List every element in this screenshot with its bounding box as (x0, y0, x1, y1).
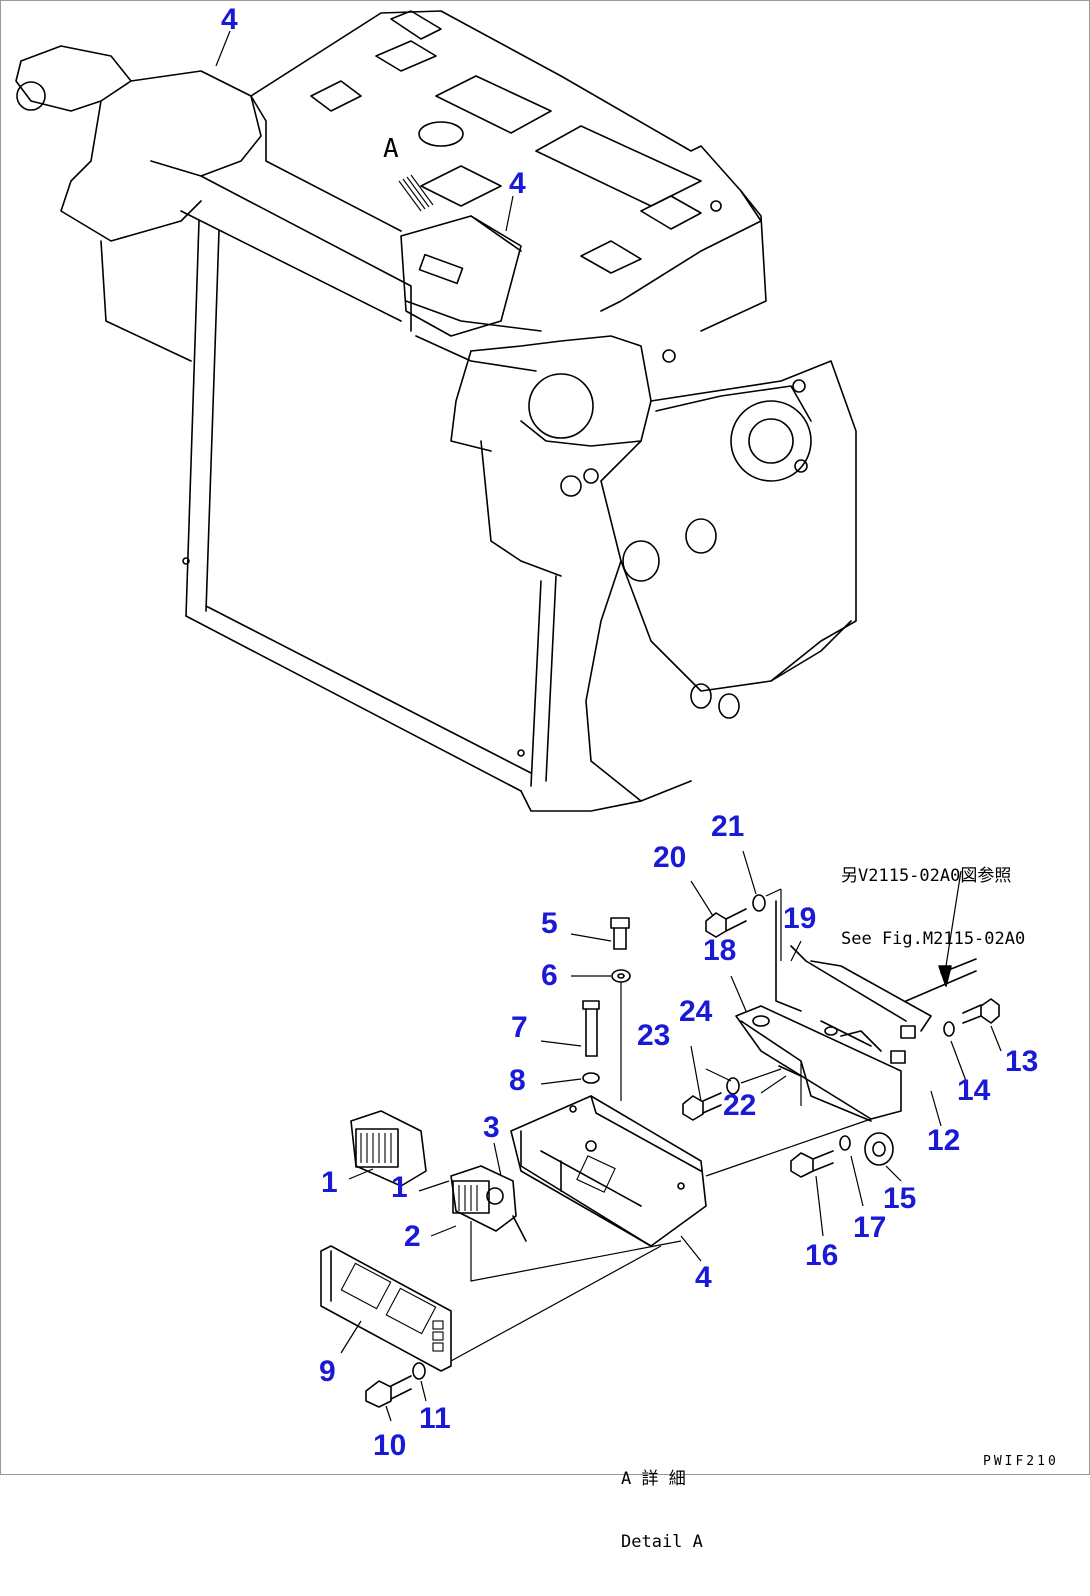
reference-note-en: See Fig.M2115-02A0 (841, 929, 1026, 950)
bolt-part-7 (582, 1000, 600, 1084)
callout-12: 12 (927, 1124, 961, 1157)
callout-23: 23 (637, 1019, 671, 1052)
leader-lines (215, 30, 1002, 1422)
callout-18: 18 (703, 934, 737, 967)
callout-22: 22 (723, 1089, 757, 1122)
callout-14: 14 (957, 1074, 991, 1107)
bolt-part-20 (705, 888, 782, 961)
line-drawing (15, 10, 1002, 1422)
callout-3: 3 (483, 1111, 500, 1144)
engine-assembly (15, 10, 857, 812)
callout-20: 20 (653, 841, 687, 874)
callout-7: 7 (511, 1011, 528, 1044)
callout-11: 11 (419, 1402, 451, 1435)
bolt-part-5 (610, 917, 631, 1101)
bolt-part-23 (682, 1068, 782, 1121)
callout-4-engine-left: 4 (221, 3, 238, 36)
reference-note: 另V2115-02A0図参照 See Fig.M2115-02A0 (841, 823, 1025, 993)
lamp-part-1 (350, 1110, 427, 1187)
horn-part-15 (790, 1132, 894, 1178)
callout-15: 15 (883, 1182, 917, 1215)
callout-2: 2 (404, 1220, 421, 1253)
detail-caption-en: Detail A (621, 1532, 703, 1553)
callout-24: 24 (679, 995, 713, 1028)
callout-8: 8 (509, 1064, 526, 1097)
lamp-part-2 (450, 1165, 527, 1242)
callout-17: 17 (853, 1211, 887, 1244)
detail-caption: A 詳 細 Detail A (621, 1426, 703, 1596)
callout-5: 5 (541, 907, 558, 940)
callout-16: 16 (805, 1239, 839, 1272)
callout-21: 21 (711, 810, 745, 843)
callout-6: 6 (541, 959, 558, 992)
callout-1-left: 1 (321, 1166, 338, 1199)
reference-note-jp: 另V2115-02A0図参照 (841, 865, 1012, 886)
bolt-part-13 (943, 998, 1000, 1037)
callout-19: 19 (783, 902, 817, 935)
bolt-part-10 (365, 1362, 426, 1408)
callout-10: 10 (373, 1429, 407, 1462)
callout-4-engine-mid: 4 (509, 167, 526, 200)
callout-1-right: 1 (391, 1171, 408, 1204)
parts-diagram: 4 4 4 1 1 2 3 5 6 7 8 9 10 11 12 13 14 1… (0, 0, 1090, 1552)
detail-caption-jp: A 詳 細 (621, 1468, 686, 1489)
plate-part-9 (320, 1245, 662, 1372)
callout-9: 9 (319, 1355, 336, 1388)
callout-13: 13 (1005, 1045, 1039, 1078)
callout-4-detail: 4 (695, 1261, 712, 1294)
drawing-code: PWIF210 (983, 1454, 1059, 1469)
detail-a-parts (320, 870, 1000, 1408)
view-marker-a: A (383, 134, 399, 164)
